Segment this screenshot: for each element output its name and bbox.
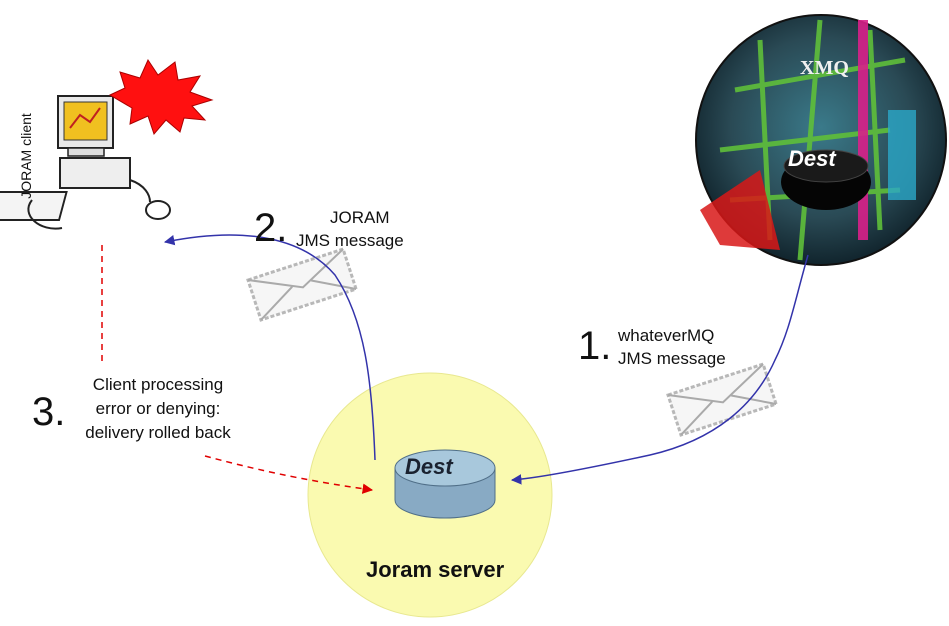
error-burst-icon [108, 58, 214, 135]
step-2-line-2: JMS message [296, 231, 404, 250]
arrow-rollback [204, 455, 374, 494]
client-label: JORAM client [18, 113, 34, 199]
step-1-line-2: JMS message [618, 349, 726, 368]
xmq-dest-label: Dest [788, 146, 836, 171]
server-dest-label: Dest [405, 454, 453, 479]
arrow-server-to-client [163, 234, 376, 461]
step-3-line-3: delivery rolled back [85, 423, 231, 442]
step-1-line-1: whateverMQ [618, 326, 715, 345]
step-3-line-2: error or denying: [95, 399, 221, 418]
step-2-line-1: JORAM [330, 208, 390, 227]
step-3-number: 3. [32, 390, 66, 434]
step-2-number: 2. [254, 206, 288, 250]
step-3-line-1: Client processing [92, 375, 224, 394]
xmq-circle [695, 14, 947, 266]
step-1-number: 1. [578, 324, 612, 368]
xmq-name: XMQ [800, 57, 849, 79]
arrow-xmq-to-server [510, 254, 809, 485]
client-computer-icon [0, 95, 171, 230]
server-dest-cylinder [394, 449, 496, 519]
envelope-icon-2 [246, 247, 358, 322]
server-name: Joram server [366, 557, 505, 582]
